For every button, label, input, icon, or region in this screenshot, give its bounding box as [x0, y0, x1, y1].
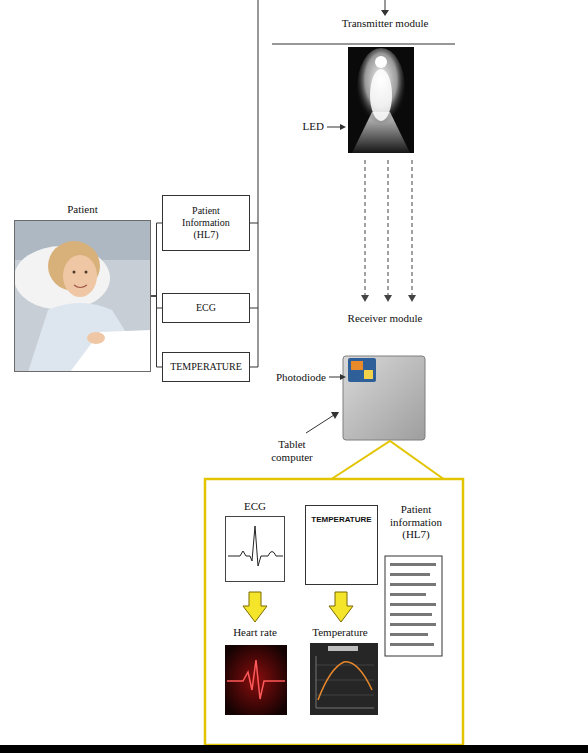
output-label: Heart rate: [215, 626, 295, 639]
photodiode-chip: [348, 358, 376, 382]
arrow-head: [408, 295, 416, 302]
temperature-curve: [318, 662, 372, 700]
grid-line: [316, 680, 374, 681]
document-page: [385, 556, 442, 656]
process-box: Patient Information (HL7): [162, 195, 250, 251]
arrow-head: [331, 412, 339, 419]
text-row: [390, 583, 436, 586]
led-body: [370, 69, 392, 121]
wire: [258, 0, 259, 367]
node-heading: ECG: [196, 302, 216, 314]
callout-label: Tablet computer: [266, 438, 318, 463]
chip-part: [351, 361, 363, 370]
wire: [250, 223, 258, 224]
process-box: ECG: [162, 293, 250, 323]
block-arrow: [243, 592, 267, 622]
text-row: [390, 613, 432, 616]
arrow-head: [384, 295, 392, 302]
hand: [87, 332, 105, 344]
node-heading: Patient: [14, 200, 151, 220]
mouth: [74, 285, 87, 288]
callout-frame: [205, 479, 463, 745]
led-image: [348, 47, 414, 153]
arrow-head: [340, 374, 346, 380]
arrow-head: [340, 124, 346, 130]
callout-line: [330, 441, 445, 480]
node-heading: TEMPERATURE: [311, 515, 371, 525]
dashed-arrow: [388, 160, 389, 296]
axis: [316, 708, 374, 709]
tablet-image: [343, 356, 425, 440]
module-label: Receiver module: [300, 312, 470, 325]
chip-part: [364, 370, 373, 379]
wire: [250, 367, 258, 368]
gown: [28, 303, 151, 372]
glow: [357, 48, 405, 128]
text-row: [390, 633, 428, 636]
node-heading: ECG: [225, 498, 285, 516]
patient-node: Patient: [14, 200, 151, 372]
image-ground: [310, 643, 378, 715]
text-row: [390, 573, 430, 576]
connector: [151, 223, 162, 296]
transmitter-bar: [272, 43, 455, 44]
text-row: [390, 623, 436, 626]
bottom-band: [0, 745, 588, 753]
document-image: [385, 556, 442, 656]
arrow-head: [361, 295, 369, 302]
node-heading: Patient Information (HL7): [175, 205, 237, 241]
display-box: TEMPERATURE: [305, 505, 378, 585]
graph-title-bar: [328, 646, 358, 651]
input-arrow: [385, 0, 386, 11]
ecg-waveform: [228, 526, 283, 566]
image-frame: [14, 220, 151, 372]
connector: [151, 296, 162, 367]
node-heading: TEMPERATURE: [170, 361, 242, 373]
grid-line: [316, 665, 374, 666]
callout-label: Photodiode: [258, 371, 326, 384]
output-label: Temperature: [300, 626, 380, 639]
arrow-head: [381, 10, 389, 16]
text-row: [390, 603, 436, 606]
eye: [73, 271, 76, 274]
wire: [250, 308, 258, 309]
grid-line: [316, 695, 374, 696]
axis: [316, 656, 317, 708]
text-row: [390, 593, 426, 596]
photo-ground: [14, 220, 151, 372]
temperature-graph: [310, 643, 378, 715]
text-row: [390, 563, 436, 566]
output-label: Patient information (HL7): [387, 503, 445, 541]
process-box: TEMPERATURE: [162, 352, 250, 382]
module-label: Transmitter module: [300, 17, 470, 30]
blanket: [70, 330, 151, 372]
led-head: [375, 56, 387, 68]
face: [63, 255, 97, 297]
leader-line: [306, 415, 334, 433]
text-row: [390, 643, 434, 646]
display-panel: ECG: [225, 498, 285, 582]
block-arrow: [329, 592, 353, 622]
dashed-arrow: [412, 160, 413, 296]
led-ground: [348, 47, 414, 153]
dashed-arrow: [365, 160, 366, 296]
leader-line: [327, 127, 341, 128]
image-frame: [225, 516, 285, 582]
light-beams: [361, 160, 416, 302]
leader-line: [329, 377, 341, 378]
tablet-body: [343, 356, 425, 440]
image-ground: [225, 645, 287, 715]
callout-label: LED: [292, 120, 324, 133]
patient-photo: [14, 220, 151, 372]
heart-rate-image: [225, 645, 287, 715]
eye: [85, 271, 88, 274]
heart-trace: [227, 660, 285, 699]
